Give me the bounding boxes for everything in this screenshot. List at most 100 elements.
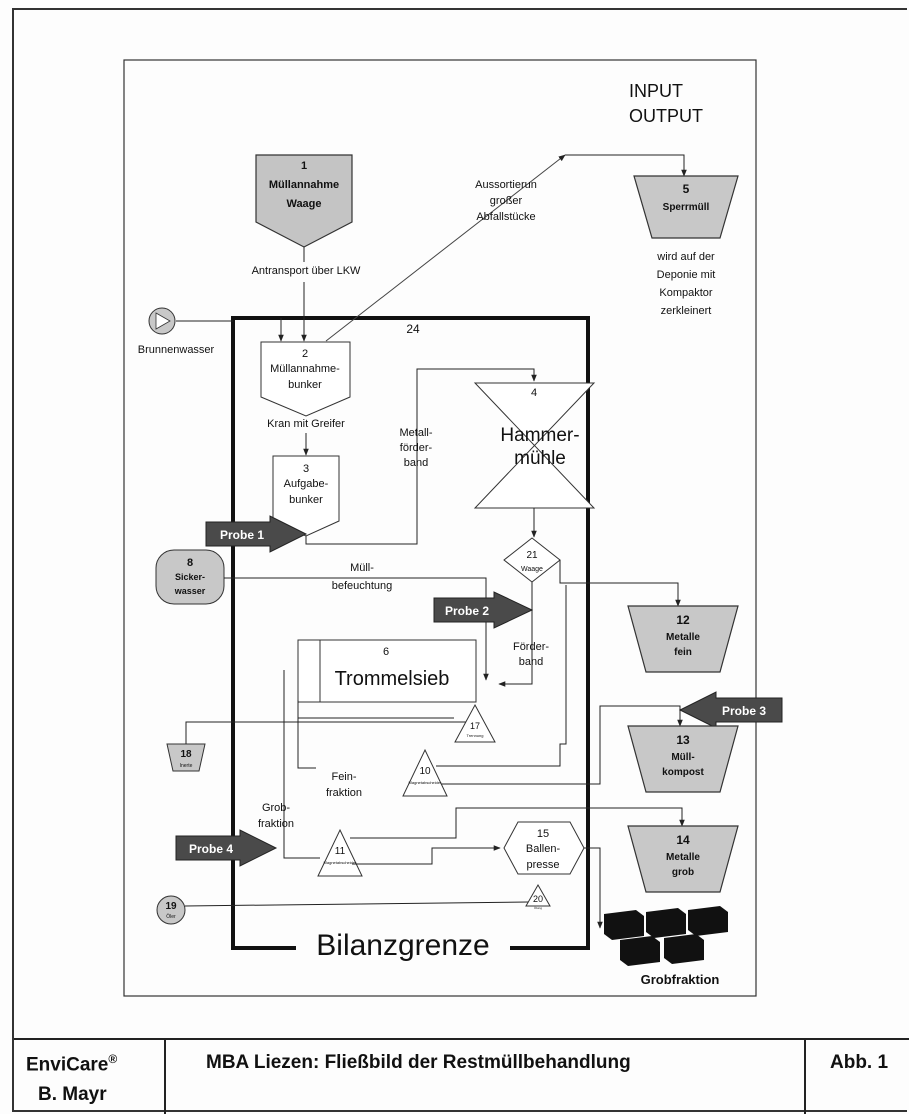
node-11-shape bbox=[317, 828, 363, 877]
node-18-shape bbox=[166, 743, 206, 772]
probe-3-arrow bbox=[678, 691, 783, 729]
node-4-label-1: Hammer- bbox=[500, 425, 579, 446]
node-15-number: 15 bbox=[537, 828, 549, 840]
probe-1-label: Probe 1 bbox=[220, 528, 264, 542]
node-1-shape bbox=[255, 154, 353, 248]
node-19-number: 19 bbox=[165, 901, 177, 912]
node-2-label-1: Müllannahme- bbox=[270, 363, 340, 375]
probe-2-arrow bbox=[433, 591, 534, 629]
edge-label-metall-2: förder- bbox=[400, 442, 433, 454]
diagram-frame bbox=[123, 59, 757, 997]
input-label: INPUT bbox=[629, 81, 683, 101]
node-15-label-1: Ballen- bbox=[526, 843, 561, 855]
node-13-label-1: Müll- bbox=[671, 752, 694, 763]
edge-19-to-20 bbox=[184, 901, 529, 907]
node-8-label-2: wasser bbox=[174, 586, 206, 596]
node-12-number: 12 bbox=[676, 613, 690, 627]
edge-label-aussort-2: großer bbox=[490, 195, 523, 207]
node-24-number: 24 bbox=[406, 322, 420, 336]
node-2-label-2: bunker bbox=[288, 379, 322, 391]
node-20-number: 20 bbox=[533, 894, 543, 904]
node-10-label: Magnetabscheider bbox=[409, 780, 443, 785]
edge-label-grob-2: fraktion bbox=[258, 818, 294, 830]
node-19-label: Öler bbox=[166, 913, 176, 920]
node-5-label: Sperrmüll bbox=[663, 202, 710, 213]
edge-label-kran: Kran mit Greifer bbox=[267, 418, 345, 430]
output-label: OUTPUT bbox=[629, 106, 703, 126]
probe-4-arrow bbox=[175, 829, 278, 867]
edge-label-metall-3: band bbox=[404, 457, 428, 469]
node-12-shape bbox=[627, 605, 739, 673]
node-1-number: 1 bbox=[301, 160, 307, 172]
edge-label-aussort-1: Aussortierun bbox=[475, 179, 537, 191]
edge-label-befeucht-2: befeuchtung bbox=[332, 580, 393, 592]
edge-label-fein-1: Fein- bbox=[331, 771, 356, 783]
node-8-label-1: Sicker- bbox=[175, 572, 205, 582]
edge-10-to-12 bbox=[436, 585, 567, 767]
node-14-shape bbox=[627, 825, 739, 893]
node-17-label: Trennung bbox=[467, 733, 484, 738]
node-5-note-4: zerkleinert bbox=[661, 305, 712, 317]
node-18-label: Inerte bbox=[180, 763, 193, 769]
bales-icon bbox=[604, 906, 728, 966]
edge-label-befeucht-1: Müll- bbox=[350, 562, 374, 574]
node-6-label: Trommelsieb bbox=[335, 668, 450, 690]
footer-author: B. Mayr bbox=[38, 1084, 107, 1105]
node-12-label-1: Metalle bbox=[666, 632, 700, 643]
node-11-label: Magnetabscheider bbox=[324, 860, 358, 865]
edge-label-antransport: Antransport über LKW bbox=[252, 265, 361, 277]
probe-2-label: Probe 2 bbox=[445, 604, 489, 618]
node-4-label-2: mühle bbox=[514, 448, 566, 469]
footer-title-block: EnviCare® B. Mayr MBA Liezen: Fließbild … bbox=[14, 1038, 909, 1114]
node-21-label: Waage bbox=[521, 566, 543, 573]
node-12-label-2: fein bbox=[674, 647, 692, 658]
node-15-label-2: presse bbox=[526, 859, 559, 871]
node-14-label-1: Metalle bbox=[666, 852, 700, 863]
footer-title-cell bbox=[164, 1040, 806, 1114]
node-1-label-1: Müllannahme bbox=[269, 179, 339, 191]
node-6-number: 6 bbox=[383, 646, 389, 658]
edge-11-to-15 bbox=[352, 845, 501, 865]
node-19-shape bbox=[156, 895, 186, 925]
node-11-number: 11 bbox=[335, 846, 346, 857]
edge-label-aussort-3: Abfallstücke bbox=[476, 211, 535, 223]
footer-company: EnviCare® bbox=[26, 1052, 118, 1076]
node-5-number: 5 bbox=[683, 182, 690, 196]
node-18-number: 18 bbox=[180, 749, 192, 760]
node-8-shape bbox=[155, 549, 225, 605]
footer-figure-cell bbox=[804, 1040, 909, 1114]
node-20-shape bbox=[525, 883, 551, 907]
edge-21-to-12 bbox=[559, 560, 681, 607]
node-3-number: 3 bbox=[303, 463, 309, 475]
node-14-number: 14 bbox=[676, 833, 690, 847]
edge-label-metall-1: Metall- bbox=[399, 427, 432, 439]
node-13-label-2: kompost bbox=[662, 767, 704, 778]
footer-figure-number: Abb. 1 bbox=[830, 1052, 889, 1073]
node-10-shape bbox=[402, 748, 448, 797]
brunnenwasser-label: Brunnenwasser bbox=[138, 344, 215, 356]
node-20-label: Ölung bbox=[534, 906, 542, 910]
node-13-shape bbox=[627, 725, 739, 793]
footer-company-cell: EnviCare® B. Mayr bbox=[14, 1040, 164, 1114]
node-2-number: 2 bbox=[302, 348, 308, 360]
node-21-number: 21 bbox=[526, 550, 538, 561]
balance-boundary-label: Bilanzgrenze bbox=[316, 929, 489, 962]
edge-11-to-14 bbox=[350, 807, 685, 839]
node-5-note-1: wird auf der bbox=[656, 251, 715, 263]
node-5-note-3: Kompaktor bbox=[659, 287, 713, 299]
edge-2-to-5 bbox=[325, 154, 566, 342]
node-3-label-1: Aufgabe- bbox=[284, 478, 329, 490]
node-4-shape bbox=[473, 382, 596, 509]
node-10-number: 10 bbox=[419, 766, 431, 777]
node-4-number: 4 bbox=[531, 387, 537, 399]
edge-label-foerder-1: Förder- bbox=[513, 641, 549, 653]
edge-8-to-mix bbox=[224, 577, 489, 681]
probe-3-label: Probe 3 bbox=[722, 704, 766, 718]
node-6-shape bbox=[297, 639, 477, 703]
node-2-shape bbox=[260, 341, 351, 417]
edge-label-foerder-2: band bbox=[519, 656, 543, 668]
edge-3-to-4 bbox=[305, 368, 537, 545]
node-1-label-2: Waage bbox=[286, 198, 321, 210]
